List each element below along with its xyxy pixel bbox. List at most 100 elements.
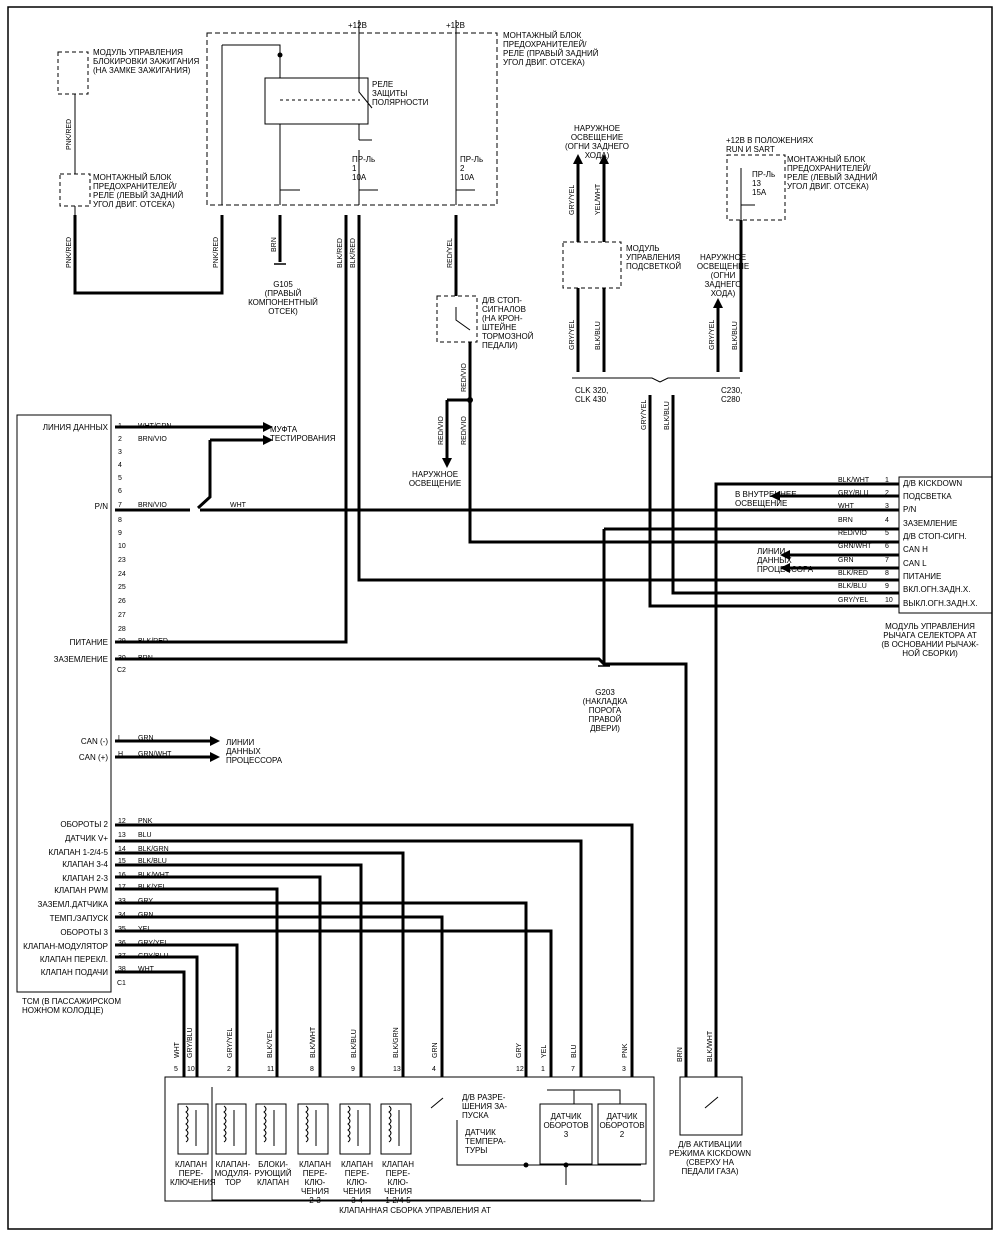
brake-switch-label: Д/В СТОП- СИГНАЛОВ (НА КРОН- ШТЕЙНЕ ТОРМ… (482, 296, 534, 350)
connector-c2: C2 (117, 667, 126, 674)
tcm-pin-number: 37 (118, 953, 126, 960)
wire-blk-blu-mid: BLK/BLU (595, 321, 602, 350)
selector-pin-number: 4 (885, 517, 889, 524)
kickdown-box (679, 1076, 743, 1136)
tcm-pin-wire: BLK/YEL (138, 884, 167, 891)
wire-pnk-red-2: PNK/RED (66, 236, 73, 268)
tcm-pin-number: 6 (118, 488, 122, 495)
ignition-module-label: МОДУЛЬ УПРАВЛЕНИЯ БЛОКИРОВКИ ЗАЖИГАНИЯ (… (93, 48, 200, 75)
valve-body-pin-wire: BLK/WHT (310, 1026, 317, 1058)
selector-pin-wire: BRN (838, 517, 853, 524)
tcm-pin-number: 30 (118, 655, 126, 662)
mufta-label: МУФТА ТЕСТИРОВАНИЯ (270, 425, 336, 443)
wire-gry-yel-r: GRY/YEL (709, 319, 716, 350)
ext-light-top1: НАРУЖНОЕ ОСВЕЩЕНИЕ (ОГНИ ЗАДНЕГО ХОДА) (564, 124, 630, 160)
relay-label: РЕЛЕ ЗАЩИТЫ ПОЛЯРНОСТИ (372, 80, 429, 107)
valve-label: КЛАПАН ПЕРЕ- КЛЮ- ЧЕНИЯ 2-3 (298, 1160, 332, 1205)
tcm-pin-wire: BLK/WHT (138, 872, 170, 879)
lighting-module-label: МОДУЛЬ УПРАВЛЕНИЯ ПОДСВЕТКОЙ (626, 244, 682, 271)
data-lines-can: ЛИНИИ ДАННЫХ ПРОЦЕССОРА (226, 738, 283, 765)
tcm-pin-number: 26 (118, 598, 126, 605)
tcm-pin-number: 15 (118, 858, 126, 865)
coil-symbols (185, 1105, 400, 1146)
valve-body-pin-number: 7 (571, 1066, 575, 1073)
selector-pin-name: P/N (903, 505, 917, 514)
valve-body-pin-wire: BLK/BLU (351, 1029, 358, 1058)
tcm-pin-number: 27 (118, 612, 126, 619)
wire-yel-wht-top: YEL/WHT (595, 183, 602, 215)
tcm-pin-number: 2 (118, 436, 122, 443)
tcm-pin-name: КЛАПАН-МОДУЛЯТОР (23, 942, 108, 951)
splice-dot-4 (523, 1162, 529, 1168)
tcm-pin-number: 10 (118, 543, 126, 550)
fuse2-label: ПР-Ль 2 10A (460, 155, 484, 182)
ignition-module-box (57, 51, 89, 95)
kickdown-label: Д/В АКТИВАЦИИ РЕЖИМА KICKDOWN (СВЕРХУ НА… (668, 1140, 752, 1176)
fuse13-label: ПР-Ль 13 15A (752, 170, 776, 197)
valve-body-pin-number: 10 (187, 1066, 195, 1073)
valve-body-pin-number: 2 (227, 1066, 231, 1073)
fuse1-label: ПР-Ль 1 10A (352, 155, 376, 182)
selector-pin-wire: GRY/YEL (838, 597, 869, 604)
valve-body-pin-number: 8 (310, 1066, 314, 1073)
valve-label: КЛАПАН- МОДУЛЯ- ТОР (214, 1160, 252, 1187)
tcm-pin-number: 8 (118, 517, 122, 524)
thin-wires (74, 20, 755, 1201)
selector-pin-name: Д/В KICKDOWN (903, 479, 963, 488)
valve-assembly-box (164, 1076, 655, 1202)
data-lines-mid: ЛИНИИ ДАННЫХ ПРОЦЕССОРА (757, 547, 814, 574)
selector-pin-number: 5 (885, 530, 889, 537)
tcm-pin-number: 13 (118, 832, 126, 839)
selector-pin-number: 1 (885, 477, 889, 484)
tcm-can-name: CAN (+) (78, 753, 108, 762)
tcm-pin-wire: BRN (138, 655, 153, 662)
selector-pin-number: 8 (885, 570, 889, 577)
tcm-pin-wire: BRN/VIO (138, 502, 167, 509)
tcm-pin-name: КЛАПАН 1-2/4-5 (48, 848, 108, 857)
valve-body-pin-number: 11 (267, 1066, 275, 1073)
selector-pin-name: ЗАЗЕМЛЕНИЕ (903, 519, 958, 528)
tcm-pin-name: КЛАПАН ПОДАЧИ (40, 968, 108, 977)
tcm-pin-number: 38 (118, 966, 126, 973)
valve-label: КЛАПАН ПЕРЕ- КЛЮЧЕНИЯ (170, 1160, 216, 1187)
tcm-pin-wire: GRY (138, 898, 154, 905)
valve-body-pin-wire: YEL (541, 1044, 548, 1058)
fuse13-box (726, 154, 786, 221)
selector-pin-name: ПОДСВЕТКА (903, 492, 952, 501)
tcm-can-name: CAN (-) (80, 737, 108, 746)
selector-pin-name: Д/В СТОП-СИГН. (903, 532, 967, 541)
selector-pin-number: 3 (885, 503, 889, 510)
selector-pin-wire: RED/VIO (838, 530, 867, 537)
selector-pin-wire: GRN (838, 557, 854, 564)
tcm-pin-name: ОБОРОТЫ 3 (60, 928, 108, 937)
tcm-pin-number: 29 (118, 638, 126, 645)
tcm-pin-name: ЗАЗЕМЛЕНИЕ (53, 655, 108, 664)
selector-pin-name: ВЫКЛ.ОГН.ЗАДН.Х. (903, 599, 978, 608)
tcm-can-pin: H (118, 751, 124, 758)
wire-blk-blu-d: BLK/BLU (664, 401, 671, 430)
valve-body-pin-wire: GRY (516, 1042, 523, 1058)
fuse-block-left-label: МОНТАЖНЫЙ БЛОК ПРЕДОХРАНИТЕЛЕЙ/ РЕЛЕ (ЛЕ… (93, 173, 184, 209)
g203-label: G203 (НАКЛАДКА ПОРОГА ПРАВОЙ ДВЕРИ) (582, 688, 628, 733)
selector-pin-number: 2 (885, 490, 889, 497)
wire-gry-yel-d: GRY/YEL (641, 399, 648, 430)
wire-pnk-red-1: PNK/RED (66, 118, 73, 150)
speed-sensor-3: ДАТЧИК ОБОРОТОВ 3 (543, 1112, 589, 1139)
tcm-pin-number: 17 (118, 884, 126, 891)
tcm-can-wire: GRN (138, 735, 154, 742)
tcm-pin-number: 33 (118, 898, 126, 905)
tcm-pin-wire: BRN/VIO (138, 436, 167, 443)
tcm-pin-number: 12 (118, 818, 126, 825)
valve-body-pin-wire: GRY/BLU (187, 1027, 194, 1058)
v12-right: +12B (446, 21, 465, 30)
tcm-pin-wire: GRY/BLU (138, 953, 169, 960)
selector-pin-number: 9 (885, 583, 889, 590)
tcm-pin-number: 36 (118, 940, 126, 947)
fuse-block-right (206, 32, 498, 206)
selector-pin-wire: GRN/WHT (838, 543, 872, 550)
tcm-pin-number: 34 (118, 912, 126, 919)
tcm-pin-number: 4 (118, 462, 122, 469)
temp-sensor-label: ДАТЧИК ТЕМПЕРА- ТУРЫ (465, 1128, 506, 1155)
start-switch-label: Д/В РАЗРЕ- ШЕНИЯ ЗА- ПУСКА (462, 1093, 508, 1120)
valve-body-pin-number: 4 (432, 1066, 436, 1073)
